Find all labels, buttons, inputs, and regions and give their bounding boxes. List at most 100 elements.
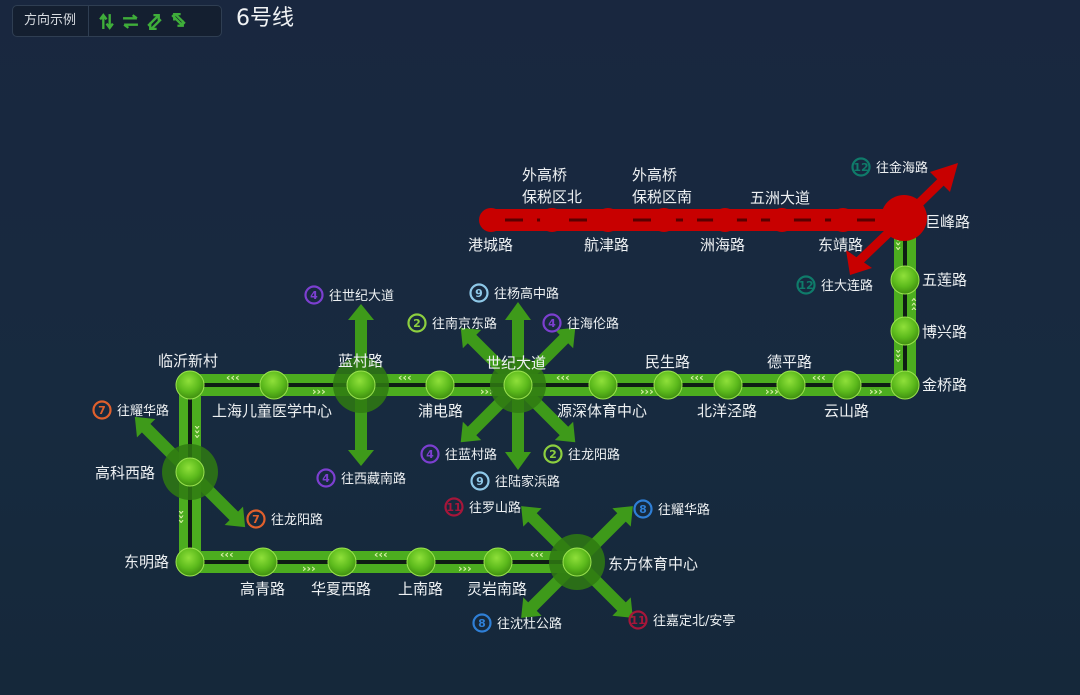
station-label: 金桥路 — [922, 376, 967, 394]
station-marker[interactable] — [259, 370, 289, 400]
transfer-direction-label: 往耀华路 — [658, 502, 710, 518]
station-label: 云山路 — [824, 402, 869, 420]
transfer-direction-label: 往金海路 — [876, 160, 928, 176]
svg-text:‹‹‹: ‹‹‹ — [398, 371, 412, 384]
closed-station-marker[interactable] — [540, 208, 564, 232]
station-marker[interactable] — [890, 265, 920, 295]
station-label: 民生路 — [645, 353, 690, 371]
closed-station-marker[interactable] — [831, 208, 855, 232]
svg-text:›››: ››› — [869, 385, 883, 398]
svg-text:‹‹‹: ‹‹‹ — [374, 548, 388, 561]
diagonal-down-arrows-icon[interactable] — [170, 12, 187, 30]
closed-station-marker[interactable] — [596, 208, 620, 232]
transfer-direction-label: 往沈杜公路 — [497, 616, 562, 632]
station-label: 临沂新村 — [158, 352, 218, 370]
svg-text:›››: ››› — [458, 562, 472, 575]
station-marker[interactable] — [425, 370, 455, 400]
svg-text:›››: ››› — [907, 297, 920, 311]
station-marker[interactable] — [713, 370, 743, 400]
station-label: 洲海路 — [700, 236, 745, 254]
direction-legend-label: 方向示例 — [13, 6, 90, 36]
station-marker[interactable] — [483, 547, 513, 577]
transfer-direction-label: 往海伦路 — [567, 316, 619, 332]
transfer-badge-line-8[interactable]: 8 往耀华路 — [633, 499, 711, 519]
transfer-badge-line-4[interactable]: 4 往世纪大道 — [304, 285, 395, 305]
transfer-badge-line-11[interactable]: 11 往罗山路 — [444, 497, 522, 517]
station-label: 源深体育中心 — [557, 402, 647, 420]
up-down-arrows-icon[interactable] — [98, 12, 115, 30]
station-marker[interactable] — [406, 547, 436, 577]
transfer-direction-label: 往杨高中路 — [494, 286, 559, 302]
svg-text:2: 2 — [549, 448, 557, 461]
transfer-direction-label: 往耀华路 — [117, 403, 169, 419]
station-label: 外高桥 — [632, 166, 677, 184]
station-marker[interactable] — [588, 370, 618, 400]
svg-text:7: 7 — [252, 513, 260, 526]
station-label: 东明路 — [124, 553, 169, 571]
transfer-direction-label: 往龙阳路 — [271, 512, 323, 528]
station-marker[interactable] — [175, 547, 205, 577]
svg-text:‹‹‹: ‹‹‹ — [226, 371, 240, 384]
transfer-direction-label: 往大连路 — [821, 278, 873, 294]
station-label: 上海儿童医学中心 — [212, 402, 332, 420]
station-marker[interactable] — [346, 370, 376, 400]
transfer-direction-label: 往西藏南路 — [341, 471, 406, 487]
station-label: 博兴路 — [922, 323, 967, 341]
closed-station-marker[interactable] — [713, 208, 737, 232]
svg-text:›››: ››› — [191, 425, 204, 439]
transfer-badge-line-7[interactable]: 7 往龙阳路 — [246, 509, 324, 529]
closed-station-marker[interactable] — [770, 208, 794, 232]
station-label: 世纪大道 — [486, 354, 546, 372]
station-label: 高青路 — [240, 580, 285, 598]
station-marker[interactable] — [776, 370, 806, 400]
svg-text:‹‹‹: ‹‹‹ — [812, 371, 826, 384]
station-marker[interactable] — [562, 547, 592, 577]
station-marker[interactable] — [890, 370, 920, 400]
closed-station-marker[interactable] — [881, 195, 927, 241]
station-marker[interactable] — [653, 370, 683, 400]
closed-station-marker[interactable] — [652, 208, 676, 232]
station-marker[interactable] — [175, 457, 205, 487]
transfer-badge-line-11[interactable]: 11 往嘉定北/安亭 — [628, 610, 736, 630]
transfer-direction-label: 往世纪大道 — [329, 289, 394, 304]
svg-text:11: 11 — [630, 614, 645, 627]
closed-station-marker[interactable] — [479, 208, 503, 232]
station-marker[interactable] — [503, 370, 533, 400]
svg-text:8: 8 — [639, 503, 647, 516]
station-label: 北洋泾路 — [697, 402, 757, 420]
svg-text:9: 9 — [476, 475, 484, 488]
transfer-direction-label: 往罗山路 — [469, 500, 521, 516]
station-label: 灵岩南路 — [467, 580, 527, 598]
station-marker[interactable] — [832, 370, 862, 400]
transfer-badge-line-4[interactable]: 4 往海伦路 — [542, 313, 620, 333]
station-marker[interactable] — [890, 316, 920, 346]
station-marker[interactable] — [248, 547, 278, 577]
left-right-arrows-icon[interactable] — [122, 13, 139, 30]
svg-text:2: 2 — [413, 317, 421, 330]
station-label: 港城路 — [468, 236, 513, 254]
station-label: 巨峰路 — [925, 213, 970, 231]
station-label: 外高桥 — [522, 166, 567, 184]
svg-text:4: 4 — [310, 289, 318, 302]
svg-text:4: 4 — [548, 317, 556, 330]
station-marker[interactable] — [327, 547, 357, 577]
diagonal-up-arrows-icon[interactable] — [146, 13, 163, 30]
station-marker[interactable] — [175, 370, 205, 400]
svg-text:‹‹‹: ‹‹‹ — [530, 548, 544, 561]
transfer-direction-label: 往嘉定北/安亭 — [653, 613, 735, 629]
svg-text:›››: ››› — [892, 349, 905, 363]
svg-text:›››: ››› — [765, 385, 779, 398]
direction-chevrons: ‹‹‹››› ‹‹‹››› ‹‹‹››› ‹‹‹››› ‹‹‹››› ‹‹‹››… — [175, 237, 920, 575]
svg-text:11: 11 — [446, 501, 461, 514]
station-label: 德平路 — [767, 353, 812, 371]
